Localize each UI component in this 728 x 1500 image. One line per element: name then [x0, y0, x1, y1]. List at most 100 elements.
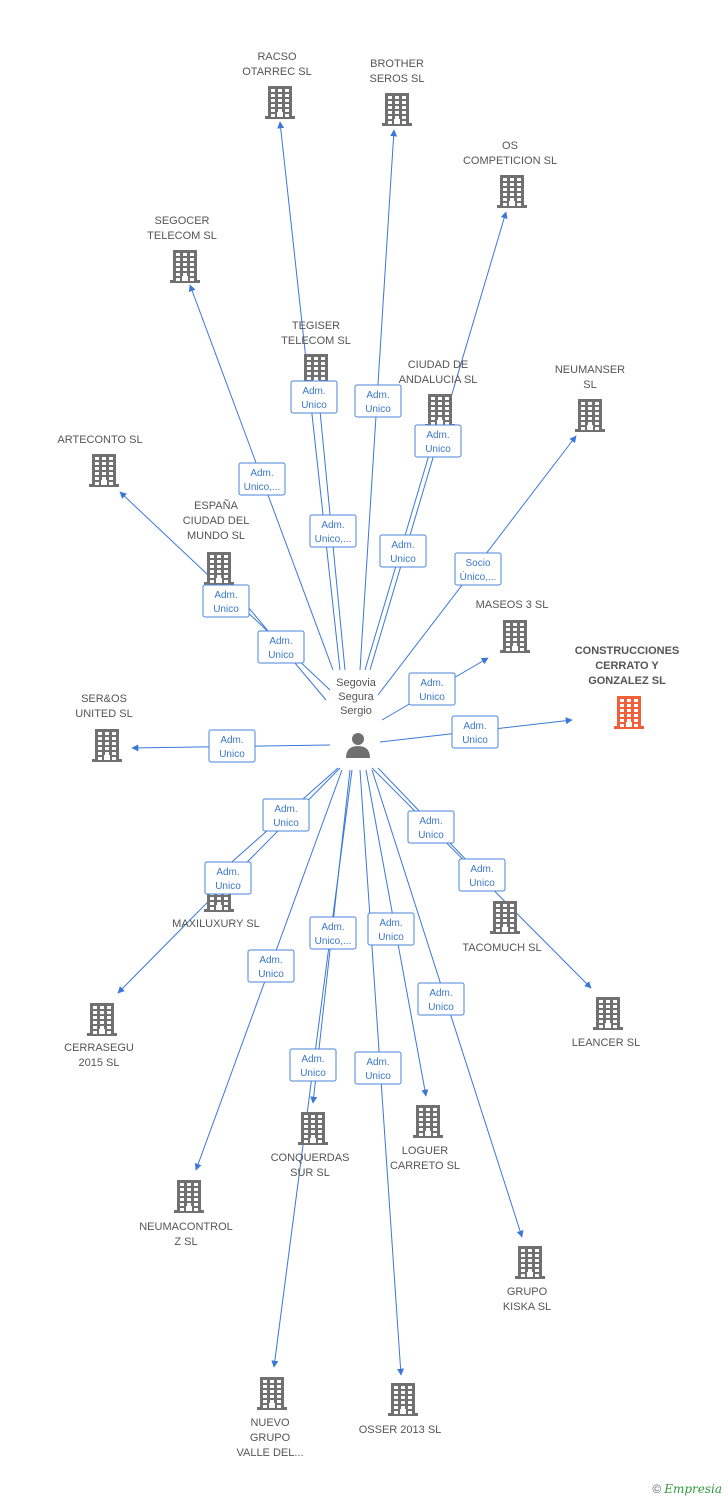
- edge-label-tegiser[interactable]: Adm.Unico,...: [309, 514, 357, 548]
- building-icon-cerrasegu[interactable]: [87, 1003, 117, 1036]
- node-label-line: GRUPO: [250, 1432, 291, 1444]
- edge-label-text: Adm.: [379, 918, 402, 929]
- edge-label-text: Adm.: [321, 922, 344, 933]
- edge-label-text: Adm.: [301, 1054, 324, 1065]
- node-label-line: SEROS SL: [369, 73, 424, 85]
- node-label-line: NEUMANSER: [555, 364, 625, 376]
- building-icon-seros[interactable]: [92, 729, 122, 762]
- node-label-line: NEUMACONTROL: [139, 1221, 233, 1233]
- building-icon-os[interactable]: [497, 175, 527, 208]
- edge-label-loguer[interactable]: Adm.Unico: [367, 912, 415, 946]
- edge-label-grupo[interactable]: Adm.Unico: [417, 982, 465, 1016]
- edge-label-tacomuch[interactable]: Adm.Unico: [458, 858, 506, 892]
- building-icon-espana[interactable]: [204, 552, 234, 585]
- edge-label-text: Unico: [268, 650, 294, 661]
- edge-label-neumanser[interactable]: SocioÚnico,...: [454, 552, 502, 586]
- edge-label-text: Unico: [273, 818, 299, 829]
- edge-label-racso[interactable]: Adm.Unico: [290, 380, 338, 414]
- building-icon-tacomuch[interactable]: [490, 901, 520, 934]
- brand-name: Empresia: [664, 1482, 722, 1496]
- edge-label-text: Adm.: [429, 988, 452, 999]
- node-label-line: ESPAÑA: [194, 499, 238, 512]
- edge-label-text: Unico: [215, 881, 241, 892]
- node-label-line: RACSO: [257, 51, 297, 63]
- building-icon-grupo[interactable]: [515, 1246, 545, 1279]
- copyright-symbol: ©: [652, 1482, 662, 1496]
- node-label-leancer[interactable]: LEANCER SL: [572, 1037, 640, 1049]
- edge-label-seros[interactable]: Adm.Unico: [208, 729, 256, 763]
- node-label-line: ARTECONTO SL: [57, 434, 142, 446]
- edge-label-text: Unico: [365, 1071, 391, 1082]
- edge-label-text: Adm.: [366, 390, 389, 401]
- node-label-line: ANDALUCIA SL: [399, 374, 478, 386]
- edge-label-osser[interactable]: Adm.Unico: [354, 1051, 402, 1085]
- node-label-tacomuch[interactable]: TACOMUCH SL: [462, 942, 541, 954]
- edge-label-maxiluxury[interactable]: Adm.Unico: [204, 861, 252, 895]
- node-label-osser[interactable]: OSSER 2013 SL: [359, 1424, 442, 1436]
- building-icon-neumacontrol[interactable]: [174, 1180, 204, 1213]
- building-icon-conquerdas[interactable]: [298, 1112, 328, 1145]
- edge-label-leancer[interactable]: Adm.Unico: [407, 810, 455, 844]
- node-label-line: KISKA SL: [503, 1301, 551, 1313]
- building-icon-loguer[interactable]: [413, 1105, 443, 1138]
- building-icon-arteconto[interactable]: [89, 454, 119, 487]
- edge-label-construcciones[interactable]: Adm.Unico: [451, 715, 499, 749]
- person-name-line: Segovia: [336, 677, 377, 689]
- edge-label-text: Unico: [390, 554, 416, 565]
- edge-label-text: Adm.: [250, 468, 273, 479]
- edge-label-espana[interactable]: Adm.Unico: [202, 584, 250, 618]
- building-icon-racso[interactable]: [265, 86, 295, 119]
- building-icon-nuevo[interactable]: [257, 1377, 287, 1410]
- building-icon-segocer[interactable]: [170, 250, 200, 283]
- node-label-arteconto[interactable]: ARTECONTO SL: [57, 434, 142, 446]
- node-label-neumanser[interactable]: NEUMANSER SL: [555, 364, 625, 391]
- building-icon-osser[interactable]: [388, 1383, 418, 1416]
- building-icon-ciudad[interactable]: [425, 394, 455, 427]
- edge-label-text: Unico: [301, 400, 327, 411]
- edge-label-os[interactable]: Adm.Unico: [414, 424, 462, 458]
- edge-label-text: Adm.: [259, 955, 282, 966]
- node-label-line: MAXILUXURY SL: [172, 918, 260, 930]
- edge-label-text: Adm.: [470, 864, 493, 875]
- node-label-line: LOGUER: [402, 1145, 449, 1157]
- edge-label-text: Adm.: [220, 735, 243, 746]
- edge-label-text: Unico,...: [315, 936, 352, 947]
- edge-label-conquerdas[interactable]: Adm.Unico: [289, 1048, 337, 1082]
- edge-label-arteconto[interactable]: Adm.Unico: [257, 630, 305, 664]
- edge-label-ciudad[interactable]: Adm.Unico: [379, 534, 427, 568]
- building-icon-construcciones[interactable]: [614, 696, 644, 729]
- node-label-line: CONSTRUCCIONES: [575, 645, 680, 657]
- edge-label-cerrasegu[interactable]: Adm.Unico: [262, 798, 310, 832]
- node-label-maxiluxury[interactable]: MAXILUXURY SL: [172, 918, 260, 930]
- node-label-line: SL: [583, 379, 596, 391]
- building-icon-maseos[interactable]: [500, 620, 530, 653]
- node-label-maseos[interactable]: MASEOS 3 SL: [476, 599, 549, 611]
- edge-label-maseos[interactable]: Adm.Unico: [408, 672, 456, 706]
- building-icon-brother[interactable]: [382, 93, 412, 126]
- edge-label-neumacontrol[interactable]: Adm.Unico: [247, 949, 295, 983]
- edge-label-text: Adm.: [419, 816, 442, 827]
- node-label-line: SEGOCER: [154, 215, 209, 227]
- building-icon-leancer[interactable]: [593, 997, 623, 1030]
- building-icon-neumanser[interactable]: [575, 399, 605, 432]
- edge-label-nuevo[interactable]: Adm. Unico,...: [309, 916, 357, 950]
- edge-label-brother[interactable]: Adm.Unico: [354, 384, 402, 418]
- edge-label-segocer[interactable]: Adm.Unico,...: [238, 462, 286, 496]
